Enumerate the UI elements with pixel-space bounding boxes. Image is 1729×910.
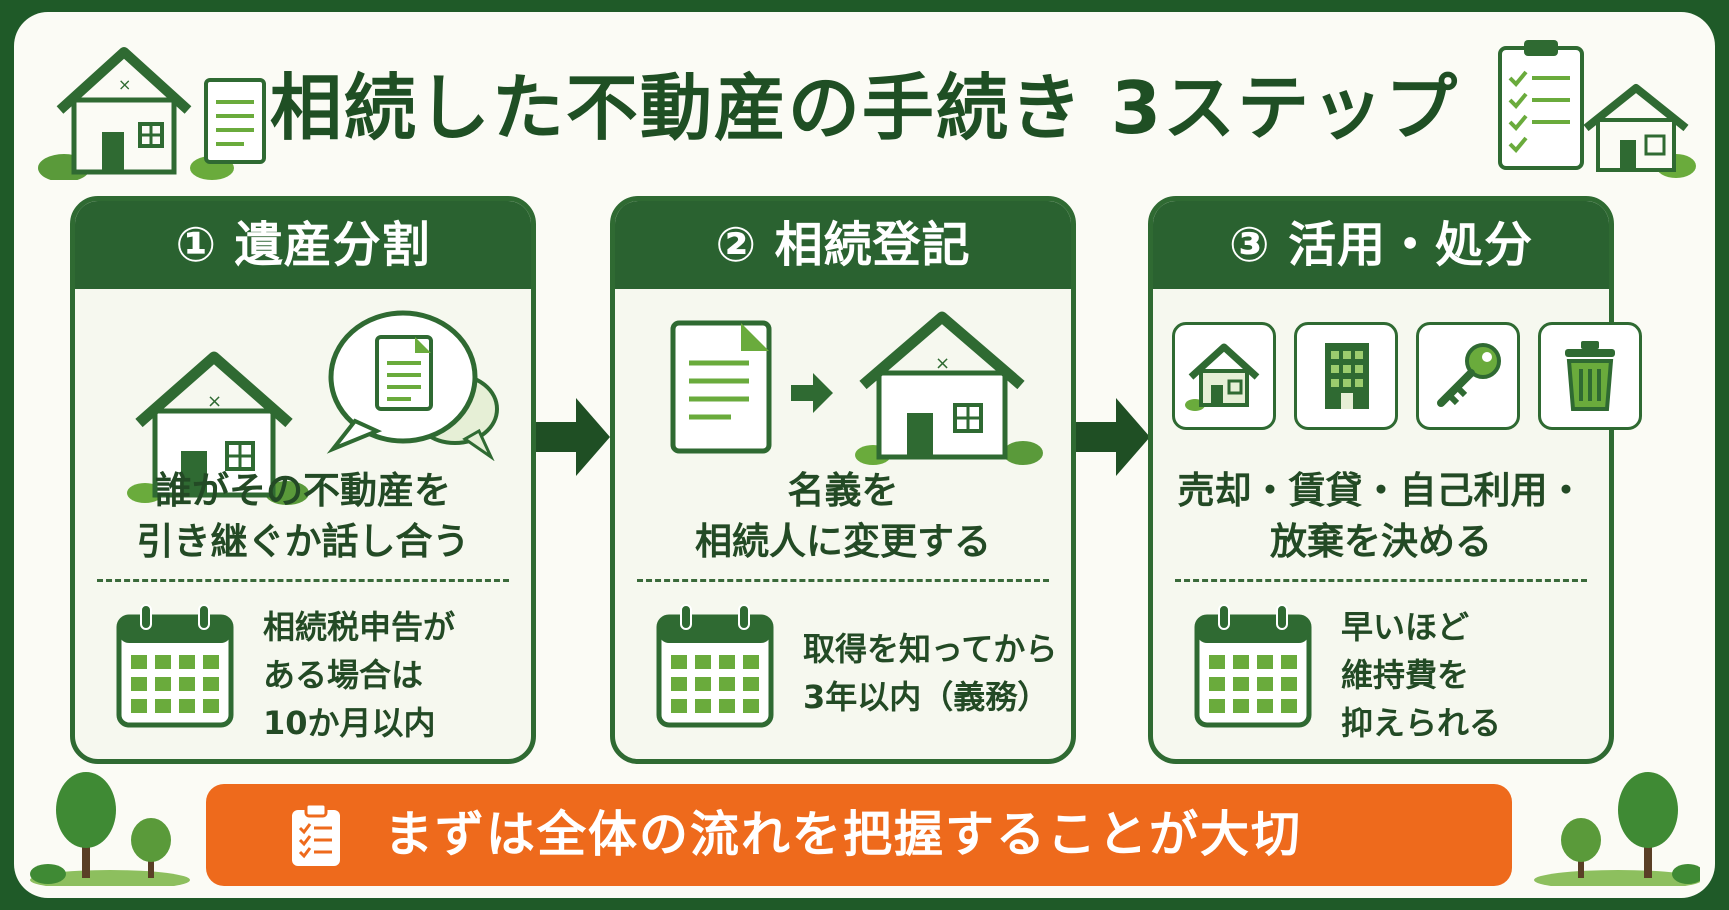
- option-tile-self-use: [1416, 322, 1520, 430]
- key-tile-icon: [1437, 343, 1501, 407]
- note-line: ある場合は: [263, 656, 424, 694]
- document-to-house-icon: ×: [670, 311, 1043, 465]
- step-description: 売却・賃貸・自己利用・ 放棄を決める: [1153, 465, 1609, 567]
- arrow-right-icon: [536, 398, 610, 476]
- note-line: 早いほど: [1341, 608, 1470, 646]
- step-description-line: 名義を: [787, 469, 899, 512]
- tree-decoration-icon: [30, 772, 190, 886]
- house-document-decoration-icon: ×: [38, 47, 266, 180]
- step-heading: ② 相続登記: [615, 201, 1071, 289]
- arrow-right-icon: [1076, 398, 1150, 476]
- step-card-utilization-disposal: ③ 活用・処分 売却・賃貸・自己利用・ 放棄を決める 早いほど 維持費を 抑えら…: [1148, 196, 1614, 764]
- option-tile-sell: [1172, 322, 1276, 430]
- house-tile-icon: [1185, 343, 1260, 411]
- page-title: 相続した不動産の手続き 3ステップ: [269, 66, 1460, 150]
- banner-text: まずは全体の流れを把握することが大切: [384, 806, 1303, 863]
- option-tile-abandon: [1538, 322, 1642, 430]
- dashed-divider: [637, 579, 1049, 582]
- step-description: 名義を 相続人に変更する: [615, 465, 1071, 567]
- house-icon: ×: [127, 351, 309, 505]
- step-description-line: 誰がその不動産を: [155, 469, 451, 512]
- key-message-banner: まずは全体の流れを把握することが大切: [206, 784, 1512, 886]
- step-heading: ③ 活用・処分: [1153, 201, 1609, 289]
- step-card-inheritance-division: ① 遺産分割 × 誰がその不動産を 引き継ぐか話し合う: [70, 196, 536, 764]
- trash-tile-icon: [1565, 341, 1615, 411]
- clipboard-checklist-icon: [292, 802, 340, 866]
- note-line: 維持費を: [1341, 656, 1470, 694]
- calendar-icon: [1194, 604, 1312, 728]
- step-description-line: 引き継ぐか話し合う: [136, 520, 470, 563]
- tree-decoration-icon: [1534, 772, 1700, 886]
- svg-text:×: ×: [935, 353, 950, 374]
- calendar-icon: [116, 604, 234, 728]
- svg-text:×: ×: [118, 75, 131, 94]
- option-tile-rent: [1294, 322, 1398, 430]
- dashed-divider: [1175, 579, 1587, 582]
- note-line: 10か月以内: [263, 704, 436, 742]
- step-card-inheritance-registration: ② 相続登記 × 名義を 相続人に変更する 取得を知ってから: [610, 196, 1076, 764]
- clipboard-house-decoration-icon: [1498, 40, 1696, 178]
- step-description-line: 売却・賃貸・自己利用・: [1177, 469, 1585, 512]
- step-description: 誰がその不動産を 引き継ぐか話し合う: [75, 465, 531, 567]
- step-timing-note: 早いほど 維持費を 抑えられる: [1341, 603, 1601, 747]
- step-timing-note: 取得を知ってから 3年以内（義務）: [803, 625, 1063, 721]
- step-heading: ① 遺産分割: [75, 201, 531, 289]
- calendar-icon: [656, 604, 774, 728]
- step-description-line: 放棄を決める: [1270, 520, 1492, 563]
- building-tile-icon: [1325, 343, 1369, 409]
- step-description-line: 相続人に変更する: [695, 520, 991, 563]
- note-line: 3年以内（義務）: [803, 678, 1050, 716]
- dashed-divider: [97, 579, 509, 582]
- document-speech-bubble-icon: [326, 310, 499, 461]
- step-timing-note: 相続税申告が ある場合は 10か月以内: [263, 603, 523, 747]
- note-line: 抑えられる: [1341, 704, 1502, 742]
- note-line: 相続税申告が: [263, 608, 456, 646]
- note-line: 取得を知ってから: [803, 630, 1058, 668]
- svg-text:×: ×: [207, 391, 222, 412]
